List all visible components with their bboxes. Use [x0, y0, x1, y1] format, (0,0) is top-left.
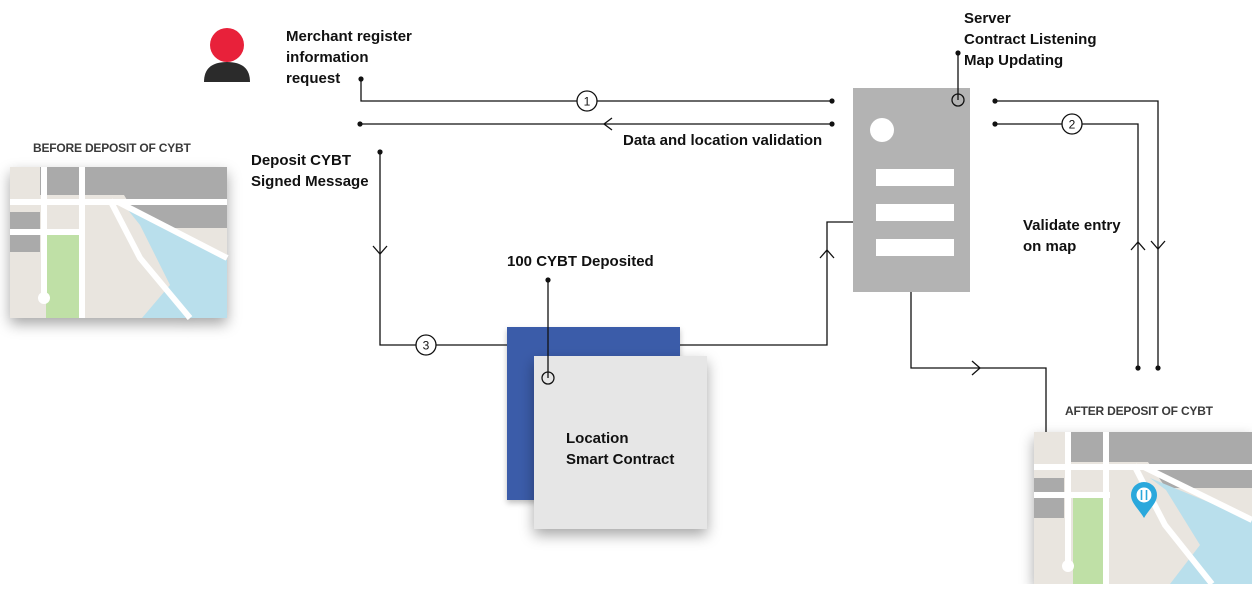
merchant-request-label: Merchant register information request [286, 28, 412, 87]
step-marker-2: 2 [1061, 113, 1083, 135]
restaurant-pin-icon [1131, 482, 1157, 518]
svg-text:2: 2 [1069, 118, 1076, 132]
smart-contract-icon [507, 327, 707, 529]
step-marker-3: 3 [415, 334, 437, 356]
contract-label: Location Smart Contract [566, 430, 675, 468]
map-icon-before [10, 167, 229, 320]
deposited-label: 100 CYBT Deposited [507, 253, 654, 270]
svg-text:1: 1 [584, 95, 591, 109]
server-label: Server Contract Listening Map Updating [964, 10, 1097, 69]
validate-entry-label: Validate entry on map [1023, 217, 1121, 255]
server-icon [853, 88, 970, 292]
svg-text:3: 3 [423, 339, 430, 353]
connector-lines [360, 53, 1166, 432]
connector-dots [357, 50, 1161, 371]
after-map-label: AFTER DEPOSIT OF CYBT [1065, 404, 1213, 418]
step-marker-1: 1 [576, 90, 598, 112]
anchor-rings [541, 93, 965, 385]
validation-label: Data and location validation [623, 132, 823, 149]
before-map-label: BEFORE DEPOSIT OF CYBT [33, 141, 191, 155]
deposit-message-label: Deposit CYBT Signed Message [251, 152, 369, 190]
person-icon [204, 28, 250, 82]
